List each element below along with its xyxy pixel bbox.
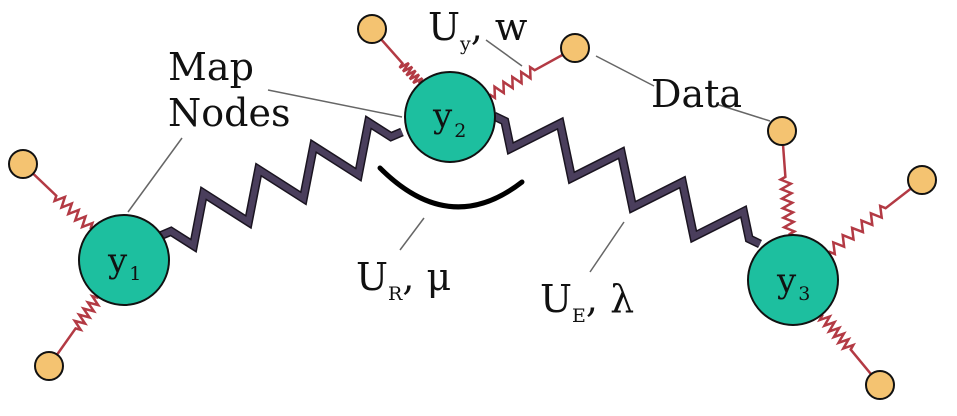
leader-lines — [127, 39, 771, 273]
leader-data-right — [715, 103, 771, 122]
data-point — [865, 370, 895, 400]
data-point — [767, 116, 797, 146]
data-spring — [777, 130, 798, 281]
data-spring — [47, 259, 126, 367]
map-spring — [492, 113, 762, 247]
leader-ue — [589, 221, 625, 273]
leader-map-nodes-y2 — [267, 89, 403, 118]
data-spring — [371, 28, 451, 118]
data-point — [907, 165, 937, 195]
data-spring — [449, 46, 576, 119]
smoothness-arc — [377, 165, 525, 210]
data-spring — [792, 179, 923, 281]
label-uy: Uy, w — [428, 5, 528, 55]
map-springs — [158, 111, 762, 253]
leader-ur — [399, 217, 425, 251]
label-map: Map — [168, 45, 254, 89]
label-ue: UE, λ — [540, 277, 634, 327]
data-points — [8, 14, 937, 400]
leader-uy — [485, 39, 523, 67]
data-spring — [22, 163, 125, 261]
data-point — [560, 33, 590, 63]
data-point — [34, 351, 64, 381]
data-point — [357, 14, 387, 44]
leader-data-top — [595, 55, 655, 87]
data-spring — [792, 279, 881, 386]
label-nodes: Nodes — [168, 91, 290, 135]
data-point — [8, 149, 38, 179]
leader-map-nodes-y1 — [127, 137, 183, 213]
map-spring — [158, 117, 404, 251]
label-ur: UR, μ — [356, 255, 451, 305]
data-springs — [22, 28, 923, 386]
label-data: Data — [651, 72, 742, 116]
